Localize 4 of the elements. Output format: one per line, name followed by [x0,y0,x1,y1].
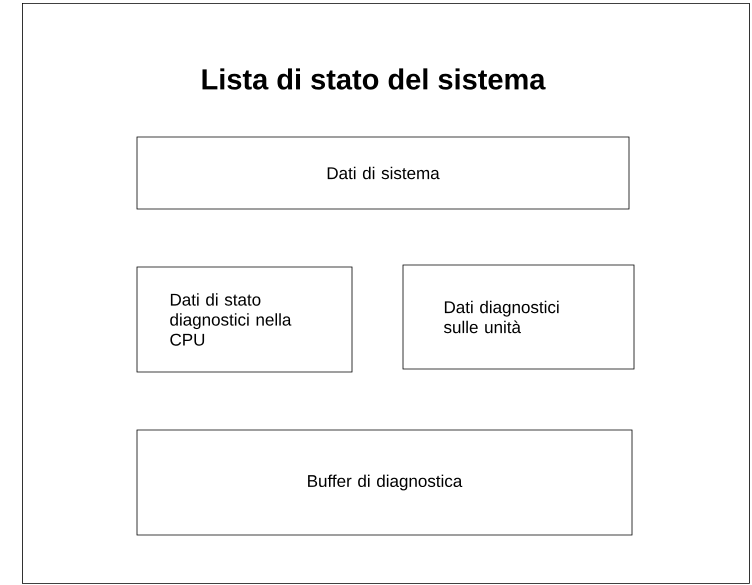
text-box: Dati di stato diagnostici nella CPU [136,266,352,372]
text-box: Dati di sistema [136,136,630,210]
text-box: Dati diagnostici sulle unità [402,264,634,370]
text-box: Buffer di diagnostica [136,430,632,536]
